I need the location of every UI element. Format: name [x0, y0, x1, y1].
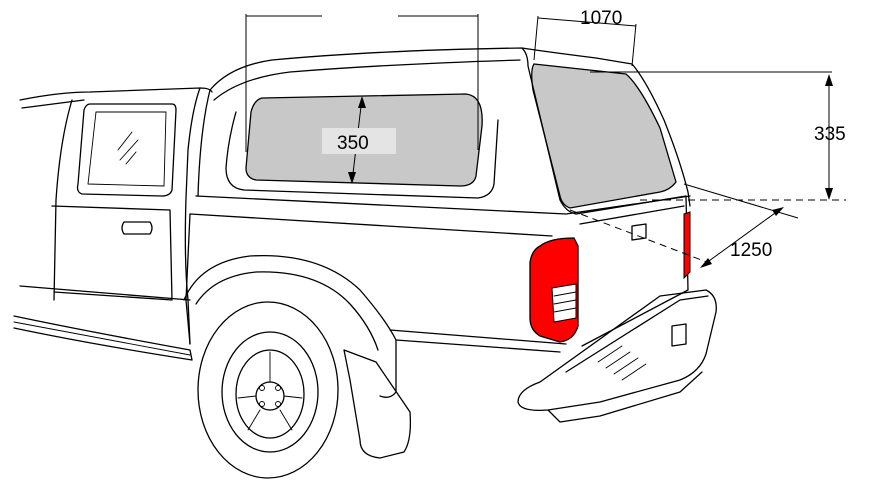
wheel-spoke-4 — [247, 409, 261, 431]
canopy-roof — [209, 47, 633, 91]
bumper-step-grip-2 — [605, 351, 631, 369]
dim-1070-right-extension — [631, 23, 637, 67]
rear-fender-inner — [195, 271, 379, 351]
lug-nut-4 — [275, 401, 281, 407]
rear-bumper — [517, 289, 717, 411]
canopy-front — [197, 89, 211, 197]
bed-lower-line — [395, 339, 561, 353]
dim-1250-arrow-bottom — [700, 258, 712, 268]
window-glare-1 — [117, 131, 133, 151]
cab-rear-pillar — [184, 87, 201, 345]
cab-door-window — [76, 103, 177, 197]
dim-1250-arrow-top — [772, 207, 784, 216]
rocker-panel-line — [13, 321, 191, 356]
bumper-step-grip-4 — [621, 363, 647, 381]
lug-nut-1 — [259, 385, 265, 391]
wheel-spoke-3 — [283, 395, 303, 399]
canopy-base-line-2 — [189, 213, 553, 237]
left-taillight-lens — [551, 283, 577, 323]
dim-350-arrow-bottom — [348, 172, 356, 184]
trailer-hitch — [671, 323, 687, 347]
canopy-roof-inner — [213, 59, 521, 101]
rear-tire — [197, 301, 339, 479]
taillight-lens-line-1 — [553, 291, 577, 297]
canopy-rear-edge — [631, 63, 691, 207]
canopy-side-frame — [225, 111, 499, 199]
taillight-lens-line-2 — [553, 299, 577, 305]
lug-nut-2 — [275, 385, 281, 391]
dim-1070-label: 1070 — [580, 8, 622, 29]
cab-door-window-inner — [87, 111, 167, 187]
bumper-lower — [547, 371, 703, 423]
dim-1250-dashed-extension — [569, 209, 713, 265]
cab-door-outline — [51, 205, 173, 301]
tailgate-top — [579, 205, 685, 225]
dim-1070-line — [537, 17, 637, 27]
wheel-rim — [235, 349, 305, 439]
dim-1070-left-extension — [533, 15, 539, 61]
dim-350-arrow-top — [358, 96, 366, 108]
dim-1250-label: 1250 — [730, 240, 772, 261]
dim-350-label-bg — [322, 128, 396, 154]
dim-1250-line — [701, 207, 783, 267]
rocker-panel — [13, 315, 193, 361]
bed-side — [185, 213, 191, 345]
window-glare-2 — [119, 139, 139, 161]
door-handle — [121, 221, 153, 235]
bumper-top-step — [565, 295, 709, 373]
right-taillight — [683, 211, 691, 280]
mud-flap — [343, 349, 412, 459]
rear-window-glass — [531, 63, 677, 209]
dim-335-arrow-bottom — [825, 188, 833, 200]
tailgate-handle — [631, 223, 647, 241]
bumper-step-grip-3 — [613, 357, 639, 375]
dim-335-arrow-top — [825, 74, 833, 86]
lug-nut-3 — [259, 401, 265, 407]
bed-lower-line-2 — [389, 329, 567, 345]
wheel-spoke-5 — [279, 409, 293, 431]
cab-body-crease — [19, 285, 191, 301]
rear-tire-inner — [221, 331, 319, 453]
window-glare-3 — [125, 151, 137, 165]
wheel-spoke-2 — [237, 395, 257, 399]
dim-350-label: 350 — [337, 133, 369, 154]
cab-b-pillar — [53, 99, 73, 301]
dim-1250-extension-top — [683, 183, 799, 219]
cab-roof — [19, 87, 213, 101]
taillight-lens-line-3 — [553, 307, 577, 313]
cab-roof-inner — [21, 99, 85, 109]
rear-fender-flare — [183, 254, 397, 398]
canopy-rear-pillar — [521, 47, 577, 215]
dim-335-label: 335 — [814, 124, 846, 145]
bumper-step-grip-1 — [597, 345, 623, 363]
